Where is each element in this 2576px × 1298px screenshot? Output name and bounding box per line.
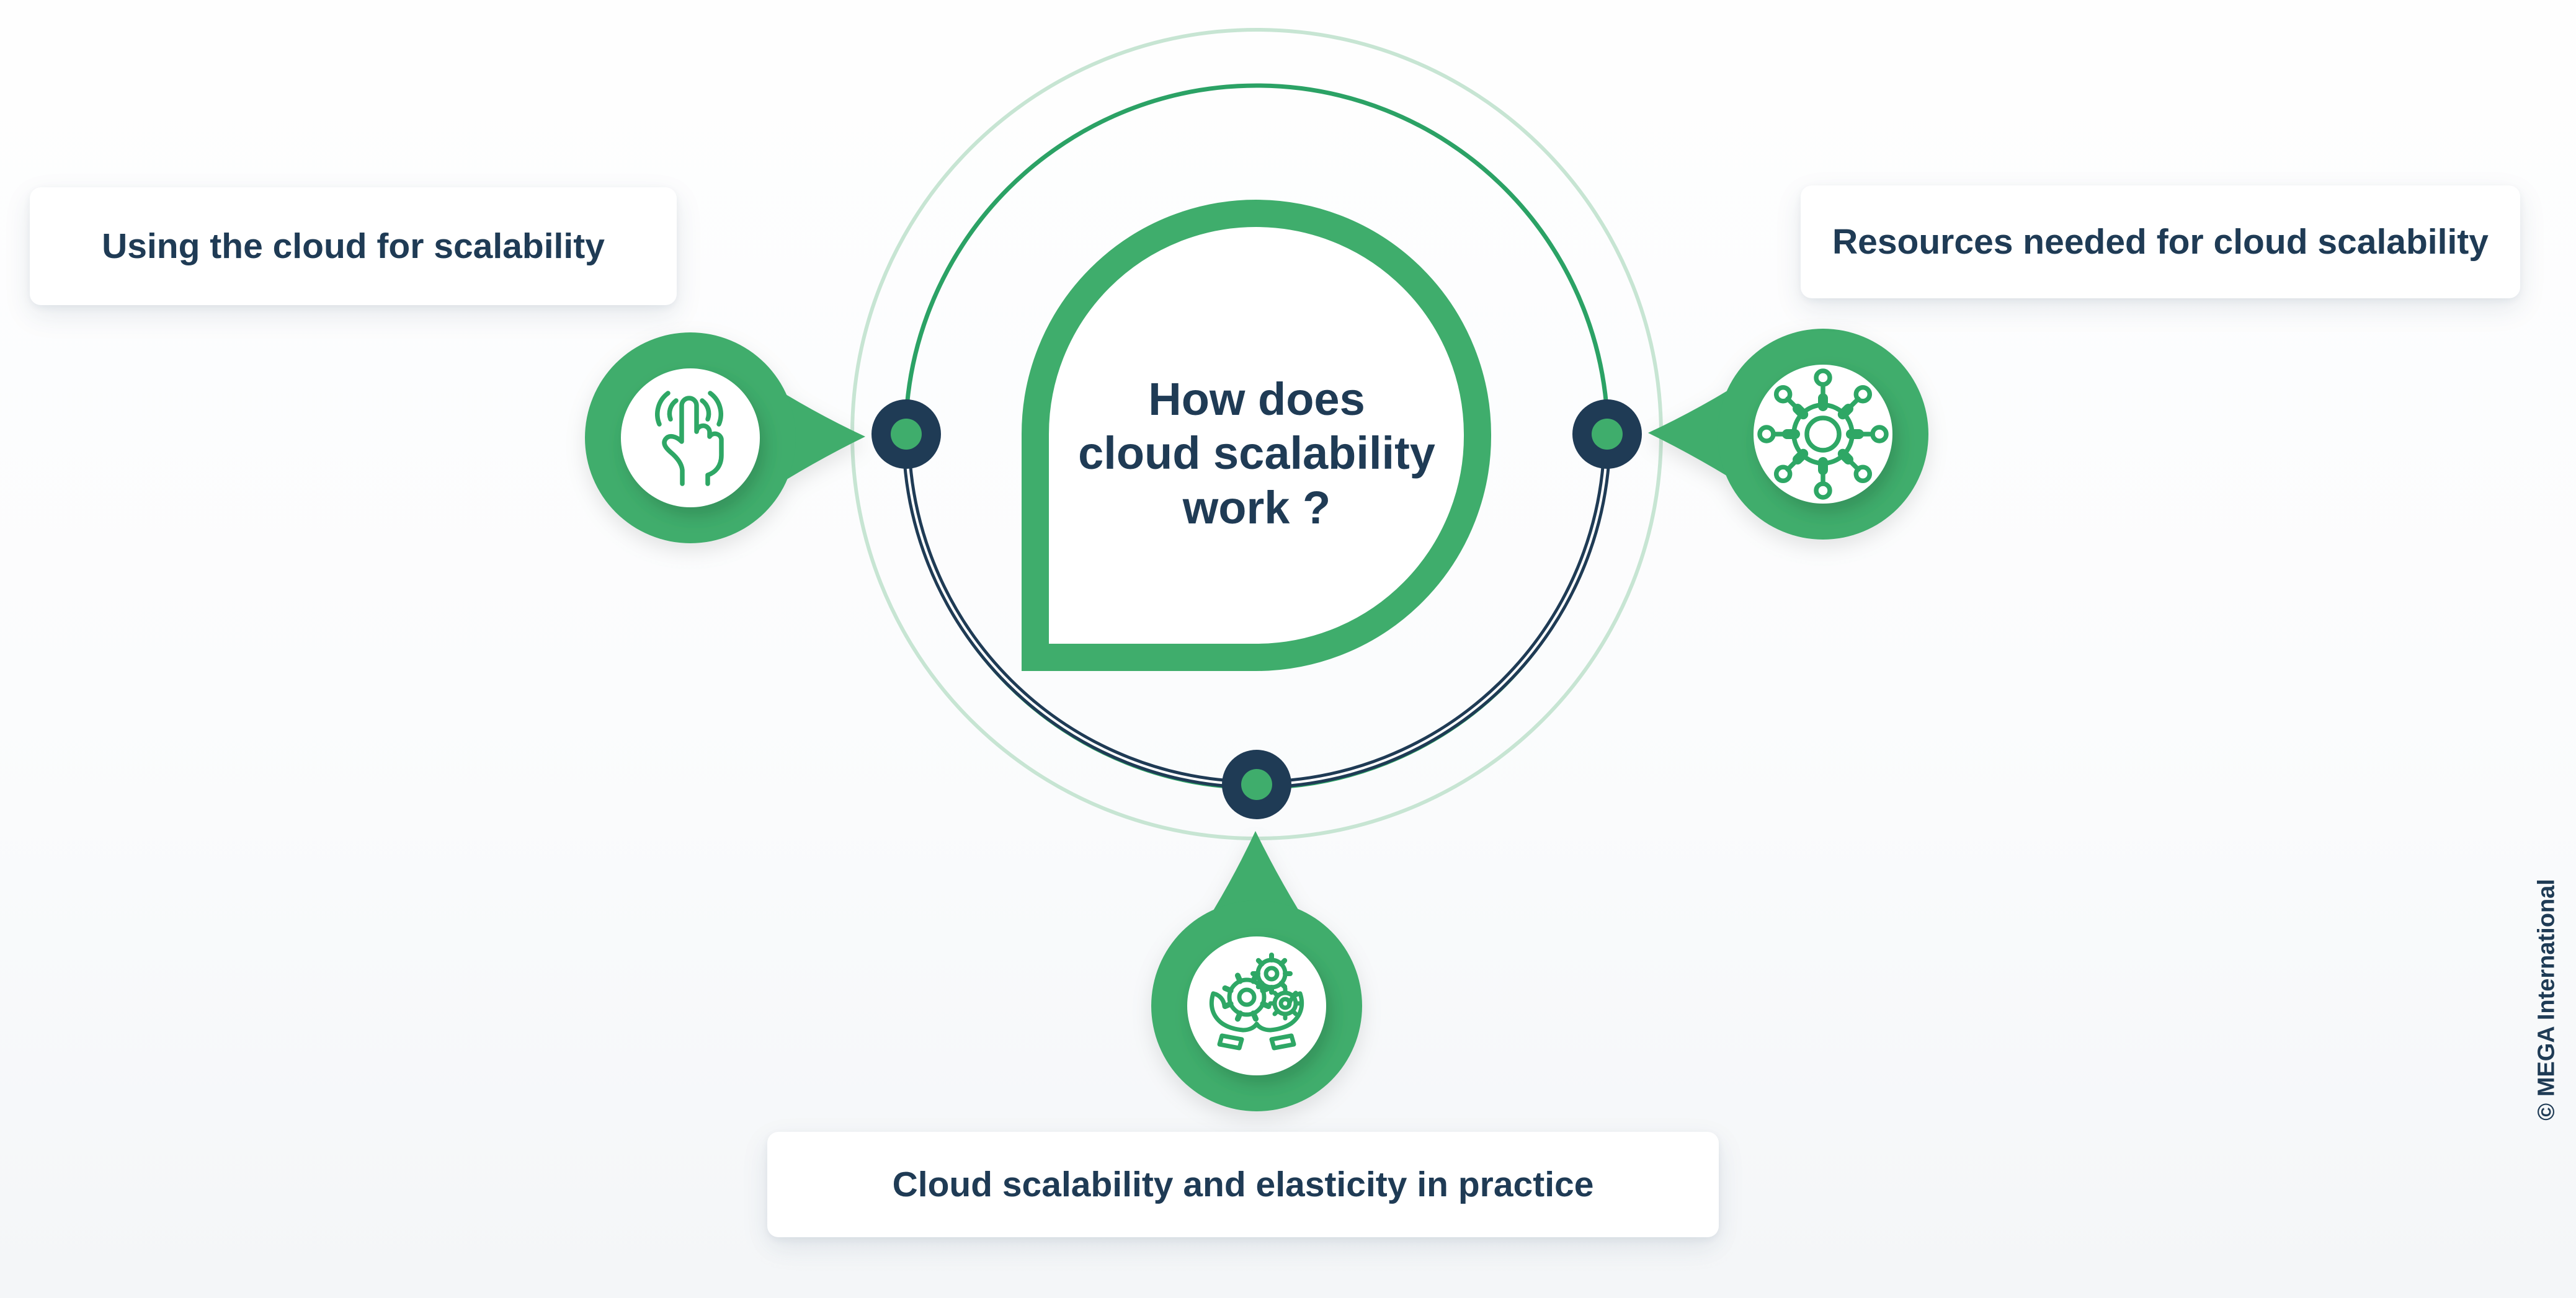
bubble-face <box>621 368 760 507</box>
connector-dot-bottom <box>1222 750 1291 819</box>
node-bubble-right <box>1648 329 1928 540</box>
label-card-bottom-text: Cloud scalability and elasticity in prac… <box>892 1165 1594 1204</box>
copyright-watermark: © MEGA International <box>2533 879 2560 1121</box>
label-card-left-text: Using the cloud for scalability <box>102 226 605 266</box>
tap-finger-icon <box>655 391 724 486</box>
title-line-1: How does <box>1148 373 1365 425</box>
label-card-right-text: Resources needed for cloud scalability <box>1832 222 2489 262</box>
label-card-bottom: Cloud scalability and elasticity in prac… <box>767 1132 1719 1237</box>
bubble-face <box>1187 936 1326 1075</box>
hands-holding-gears-icon <box>1209 953 1304 1051</box>
label-card-left: Using the cloud for scalability <box>30 187 677 305</box>
node-bubble-bottom <box>1151 831 1362 1111</box>
center-question-title: How does cloud scalability work ? <box>1009 372 1505 535</box>
connector-dot-right <box>1572 399 1642 469</box>
network-gear-icon <box>1757 368 1889 500</box>
title-line-2: cloud scalability <box>1078 427 1435 479</box>
connector-dot-left <box>871 399 941 469</box>
teardrop-bubble <box>1022 199 1492 671</box>
label-card-right: Resources needed for cloud scalability <box>1801 185 2520 298</box>
node-bubble-left <box>585 332 865 543</box>
title-line-3: work ? <box>1182 481 1331 533</box>
